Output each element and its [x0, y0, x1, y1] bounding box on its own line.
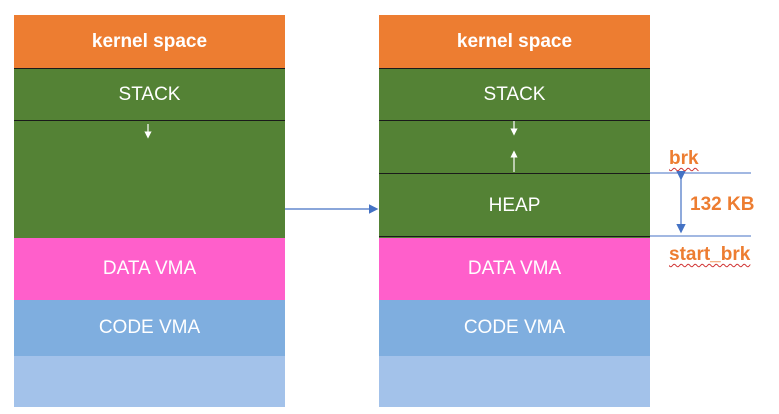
free-gap-block	[14, 121, 285, 238]
divider-line	[14, 68, 285, 69]
divider-line	[379, 173, 650, 174]
data-vma-block: DATA VMA	[379, 238, 650, 300]
start-brk-label: start_brk	[669, 244, 751, 265]
kernel-space-block: kernel space	[379, 15, 650, 68]
memory-layout-after: kernel space STACK HEAP DATA VMA CODE VM…	[379, 15, 650, 407]
stack-block: STACK	[379, 68, 650, 121]
lower-memory-block	[379, 356, 650, 407]
code-vma-block: CODE VMA	[379, 300, 650, 356]
brk-label: brk	[669, 148, 699, 169]
divider-line	[379, 236, 650, 237]
code-vma-block: CODE VMA	[14, 300, 285, 356]
memory-layout-before: kernel space STACK DATA VMA CODE VMA	[14, 15, 285, 407]
data-vma-block: DATA VMA	[14, 238, 285, 300]
lower-memory-block	[14, 356, 285, 407]
heap-block: HEAP	[379, 173, 650, 238]
divider-line	[379, 68, 650, 69]
heap-size-label: 132 KB	[690, 194, 755, 215]
divider-line	[14, 120, 285, 121]
kernel-space-block: kernel space	[14, 15, 285, 68]
stack-block: STACK	[14, 68, 285, 121]
divider-line	[379, 120, 650, 121]
